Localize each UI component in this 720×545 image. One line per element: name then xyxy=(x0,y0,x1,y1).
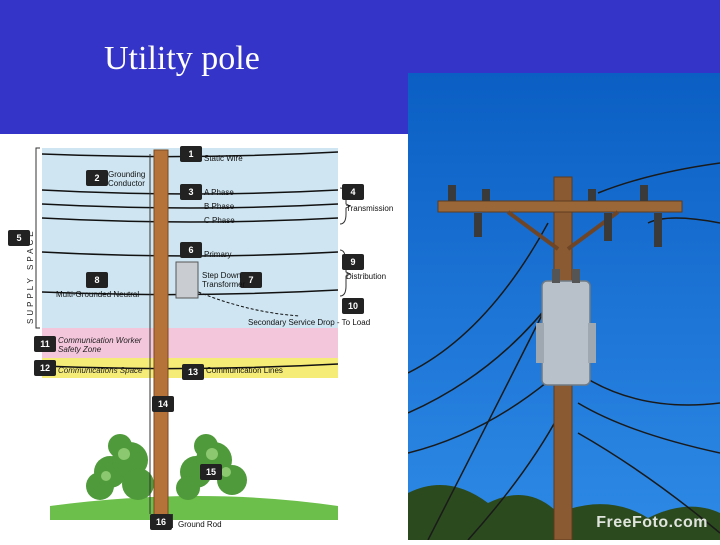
callout-7: 7 xyxy=(240,272,262,288)
callout-14: 14 xyxy=(152,396,174,412)
brace-left xyxy=(506,210,560,251)
callout-4: 4 xyxy=(342,184,364,200)
callout-10: 10 xyxy=(342,298,364,314)
distribution-brace xyxy=(339,249,352,297)
utility-pole-diagram: SUPPLY SPACE 1 Static Wire 2 Grounding C… xyxy=(0,134,408,540)
shrub-highlights xyxy=(101,448,231,481)
label-step-down-transformer: Step Down Transformer xyxy=(202,271,246,289)
service-drop-wire xyxy=(179,283,301,317)
c-phase-wire xyxy=(41,217,339,223)
b-phase-wire xyxy=(41,203,339,209)
transformer xyxy=(175,261,199,299)
photo-drawing xyxy=(408,73,720,540)
label-distribution: Distribution xyxy=(346,272,387,281)
ground xyxy=(50,496,338,520)
label-multi-grounded-neutral: Multi-Grounded Neutral xyxy=(56,290,140,299)
callout-1: 1 xyxy=(180,146,202,162)
label-static-wire: Static Wire xyxy=(204,154,243,163)
callout-6: 6 xyxy=(180,242,202,258)
photo-transformer xyxy=(536,269,596,386)
callout-8: 8 xyxy=(86,272,108,288)
label-b-phase: B Phase xyxy=(204,202,235,211)
label-worker-safety-zone: Communication Worker Safety Zone xyxy=(58,336,142,354)
label-ground-rod: Ground Rod xyxy=(178,520,222,529)
crossarm xyxy=(437,200,683,213)
callout-11: 11 xyxy=(34,336,56,352)
label-a-phase: A Phase xyxy=(204,188,234,197)
slide-title: Utility pole xyxy=(104,40,260,77)
callout-5: 5 xyxy=(8,230,30,246)
callout-15: 15 xyxy=(200,464,222,480)
supply-space-bracket xyxy=(35,147,40,329)
callout-3: 3 xyxy=(180,184,202,200)
slide-header: Utility pole xyxy=(0,0,720,134)
photo-watermark: FreeFoto.com xyxy=(596,514,708,531)
callout-9: 9 xyxy=(342,254,364,270)
label-communications-space: Communications Space xyxy=(58,366,143,375)
callout-12: 12 xyxy=(34,360,56,376)
pole xyxy=(153,149,169,527)
label-communication-lines: Communication Lines xyxy=(206,366,283,375)
utility-pole-photo: FreeFoto.com xyxy=(408,73,720,540)
label-secondary-service-drop: Secondary Service Drop - To Load xyxy=(248,318,371,327)
callout-13: 13 xyxy=(182,364,204,380)
insulators xyxy=(448,185,662,247)
callout-2: 2 xyxy=(86,170,108,186)
label-grounding-conductor: Grounding Conductor xyxy=(108,170,146,188)
label-transmission: Transmission xyxy=(346,204,394,213)
worker-safety-zone xyxy=(42,328,338,358)
label-primary: Primary xyxy=(204,250,232,259)
label-c-phase: C Phase xyxy=(204,216,235,225)
callout-16: 16 xyxy=(150,514,172,530)
